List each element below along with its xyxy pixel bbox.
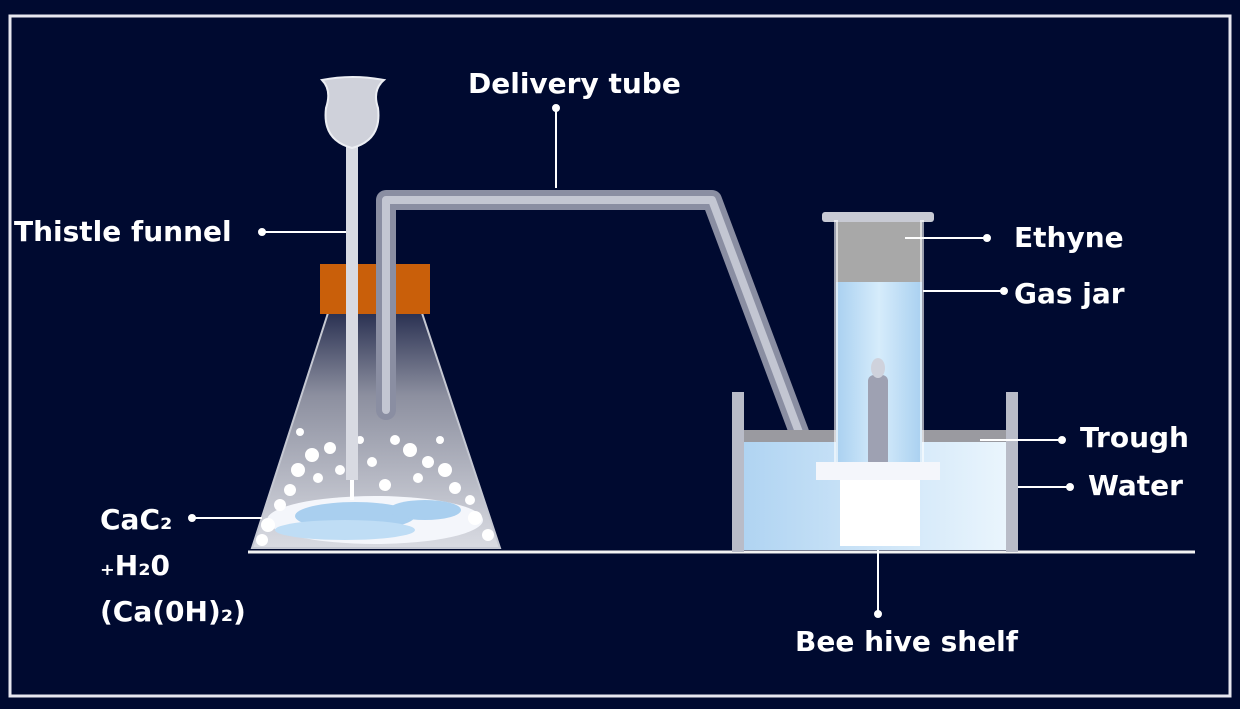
label-bee-hive-shelf: Bee hive shelf	[795, 625, 1018, 658]
diagram-frame	[8, 14, 1232, 698]
tube-outlet	[868, 358, 888, 467]
label-reactant-1: CaC₂	[100, 503, 173, 536]
label-ethyne: Ethyne	[1014, 221, 1124, 254]
label-reactant-2: ₊H₂0	[100, 549, 170, 582]
label-product: (Ca(0H)₂)	[100, 595, 246, 628]
label-gas-jar: Gas jar	[1014, 277, 1125, 310]
leader-lines	[188, 104, 1074, 618]
bee-hive-shelf	[816, 462, 940, 546]
label-water: Water	[1088, 469, 1183, 502]
label-delivery-tube: Delivery tube	[468, 67, 681, 100]
rubber-stopper	[320, 264, 430, 314]
conical-flask	[250, 312, 502, 549]
reaction-froth	[256, 428, 494, 546]
thistle-funnel	[319, 76, 387, 500]
label-trough: Trough	[1080, 421, 1189, 454]
ethyne-gas	[836, 220, 922, 282]
label-thistle-funnel: Thistle funnel	[14, 215, 232, 248]
